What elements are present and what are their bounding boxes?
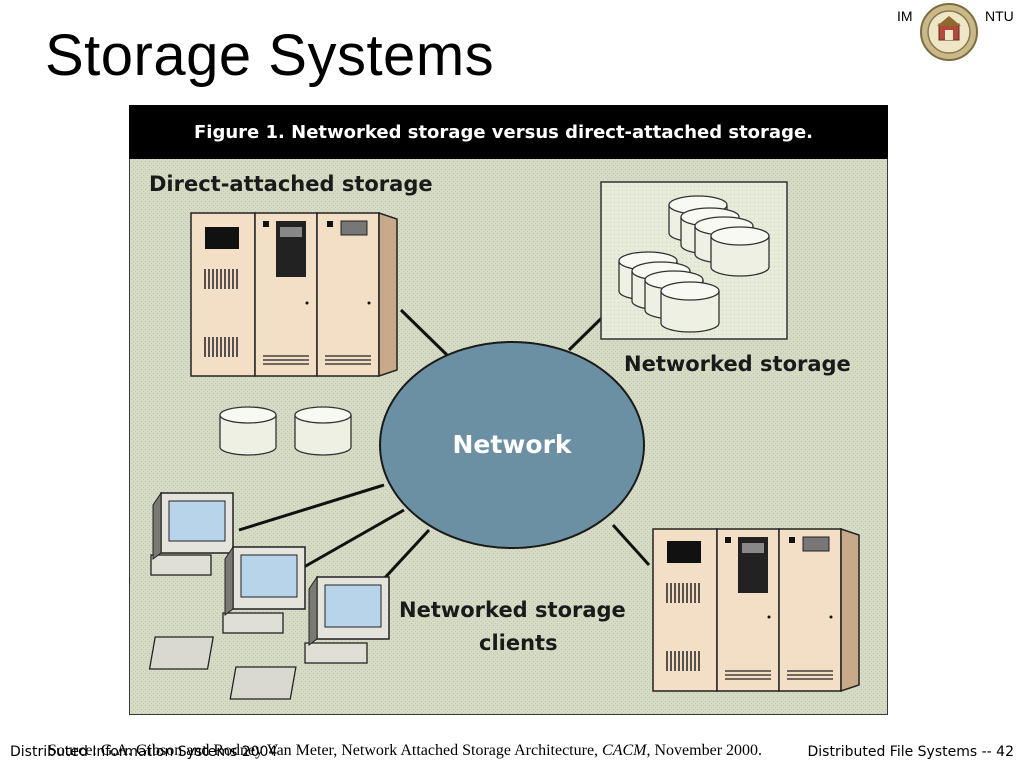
figure-source: Source: G.A. Gibson and Rodney Van Meter… <box>48 742 762 760</box>
direct-attached-server-icon <box>190 211 398 378</box>
footer-course: Distributed Information Systems 2004 <box>10 744 278 760</box>
networked-storage-disk-icon <box>618 195 770 333</box>
university-seal-icon <box>920 3 978 61</box>
logo-im-text: IM <box>897 8 913 24</box>
networked-storage-server-icon <box>652 527 860 693</box>
direct-attached-disk-icon <box>219 406 352 456</box>
logo: IM NTU <box>895 2 1020 64</box>
caption-bar <box>129 105 888 159</box>
slide-title: Storage Systems <box>45 23 495 88</box>
client-computer-icon-2 <box>148 545 306 670</box>
diagram: Figure 1. Networked storage versus direc… <box>65 104 889 716</box>
label-networked-storage: Networked storage <box>624 352 851 376</box>
label-clients-line2: clients <box>479 631 558 655</box>
label-clients-line1: Networked storage <box>399 598 626 622</box>
logo-ntu-text: NTU <box>985 8 1014 24</box>
source-prefix: Source: G.A. Gibson and Rodney Van Meter… <box>48 742 603 759</box>
label-direct-attached: Direct-attached storage <box>149 172 433 196</box>
footer-page: Distributed File Systems -- 42 <box>807 744 1015 760</box>
source-suffix: , November 2000. <box>646 742 763 759</box>
client-computer-icon-3 <box>229 575 390 700</box>
source-journal: CACM <box>602 742 647 759</box>
figure-networked-storage: Figure 1. Networked storage versus direc… <box>65 104 889 716</box>
figure-caption: Figure 1. Networked storage versus direc… <box>194 122 813 143</box>
label-network: Network <box>452 430 572 459</box>
network-cloud <box>379 341 645 549</box>
